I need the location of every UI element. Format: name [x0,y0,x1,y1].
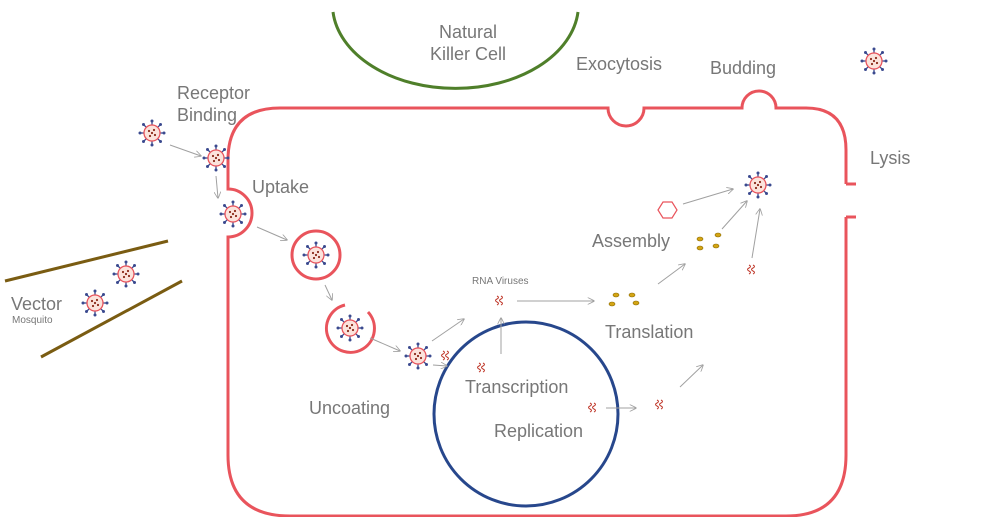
label-transcription: Transcription [465,376,568,398]
arrow-proteins-to-virion [722,201,747,229]
arrow-cytoplasm-up [680,365,703,387]
arrow-to-nucleus [433,365,447,366]
rna-strand-nuclear-entry [442,351,449,360]
label-uptake: Uptake [252,176,309,198]
arrow-to-endosome [257,227,287,240]
rna-strand-assembly [748,265,755,274]
virus-free [139,120,166,147]
arrow-to-uptake [216,176,218,198]
virus-receptor-bound [203,145,230,172]
label-nk-line2: Killer Cell [398,43,538,65]
vector-mosquito-line-lower [41,281,182,357]
nucleus [434,322,618,506]
capsid-hexagon [658,202,677,218]
label-receptor-line1: Receptor [177,82,250,104]
arrow-to-release [370,338,400,351]
arrow-capsid-to-virion [683,189,733,204]
virus-vector-lower [82,290,109,317]
label-nk-line1: Natural [398,21,538,43]
label-replication: Replication [494,420,583,442]
host-cell-membrane [228,91,846,516]
rna-strand-transcribed [478,363,485,372]
label-lysis: Lysis [870,147,910,169]
label-budding: Budding [710,57,776,79]
label-natural-killer-cell: Natural Killer Cell [398,21,538,65]
label-vector: Vector [11,293,62,315]
label-rna-viruses: RNA Viruses [472,276,529,288]
arrow-receptor-binding [170,145,201,156]
virus-uptake [220,201,247,228]
label-receptor-line2: Binding [177,104,250,126]
arrow-rna-to-virion [752,209,760,258]
rna-strand-cytoplasm [656,400,663,409]
label-receptor-binding: Receptor Binding [177,82,250,126]
arrow-to-assembly [658,264,685,284]
label-exocytosis: Exocytosis [576,53,662,75]
virus-assembled [745,172,772,199]
rna-strand-rna-viruses [496,296,503,305]
arrow-to-cytoplasm [432,319,464,341]
virus-released-capsid [405,343,432,370]
virus-vector-upper [113,261,140,288]
label-assembly: Assembly [592,230,670,252]
rna-strand-replicated [589,403,596,412]
translated-proteins [609,293,639,306]
virus-budded [861,48,888,75]
label-translation: Translation [605,321,693,343]
virus-in-endosome [303,242,330,269]
label-mosquito: Mosquito [12,315,53,327]
arrow-to-uncoating [325,285,332,300]
label-uncoating: Uncoating [309,397,390,419]
vector-mosquito-line-upper [5,241,168,281]
virus-uncoating [337,315,364,342]
assembly-proteins [697,233,721,250]
